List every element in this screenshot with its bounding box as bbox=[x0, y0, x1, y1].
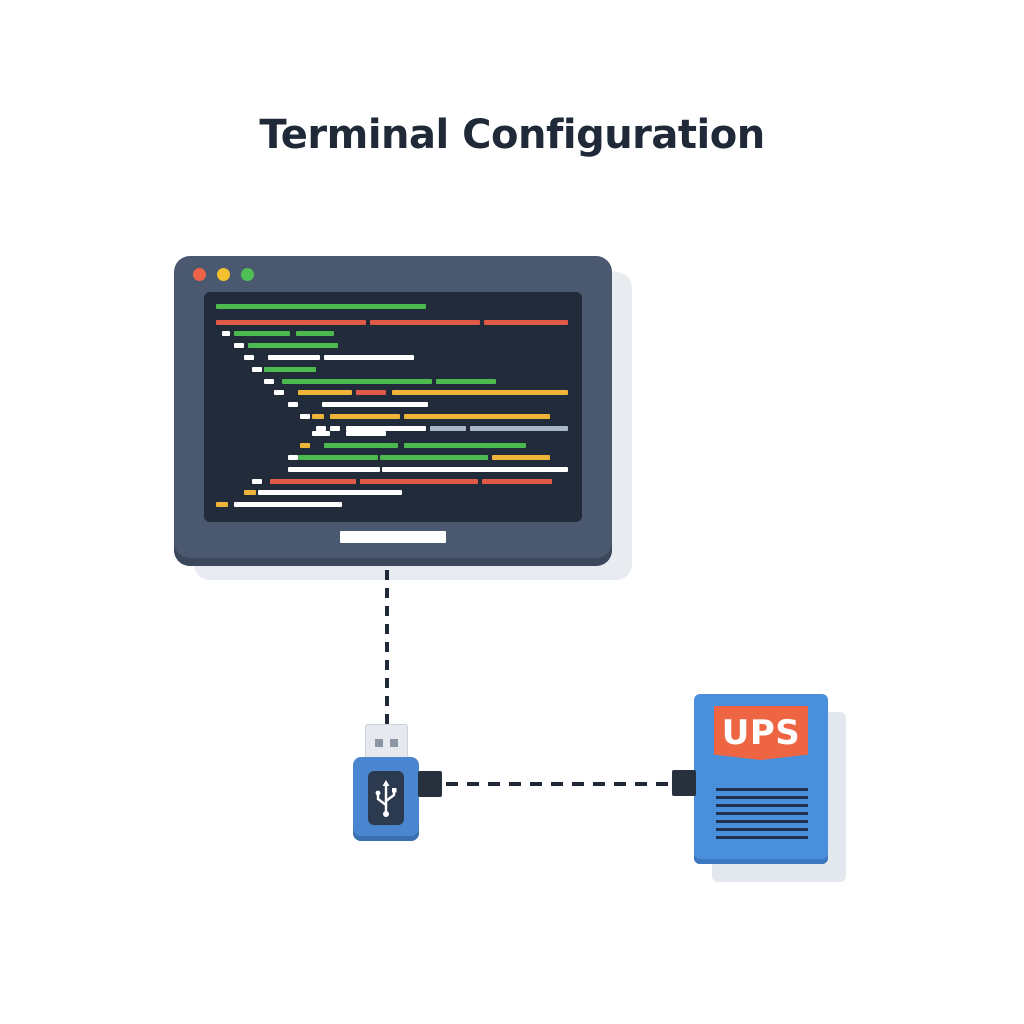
code-line bbox=[324, 443, 398, 448]
code-line bbox=[282, 379, 432, 384]
ups-vent-line bbox=[716, 788, 808, 791]
window-close-dot bbox=[193, 268, 206, 281]
usb-cable-end bbox=[418, 771, 442, 797]
code-line bbox=[370, 320, 480, 325]
ups-label-badge: UPS bbox=[714, 706, 808, 760]
code-line bbox=[300, 414, 310, 419]
window-maximize-dot bbox=[241, 268, 254, 281]
ups-usb-port bbox=[672, 770, 696, 796]
code-line bbox=[312, 431, 330, 436]
code-line bbox=[404, 443, 526, 448]
code-line bbox=[360, 479, 478, 484]
code-line bbox=[322, 402, 428, 407]
code-line bbox=[288, 455, 298, 460]
window-minimize-dot bbox=[217, 268, 230, 281]
code-line bbox=[234, 343, 244, 348]
code-line bbox=[330, 414, 400, 419]
code-line bbox=[324, 355, 414, 360]
code-line bbox=[298, 455, 378, 460]
code-line bbox=[288, 467, 380, 472]
code-line bbox=[296, 331, 334, 336]
code-line bbox=[300, 443, 310, 448]
code-line bbox=[356, 390, 386, 395]
code-line bbox=[222, 331, 230, 336]
code-line bbox=[316, 426, 326, 431]
code-line bbox=[216, 502, 228, 507]
code-line bbox=[346, 426, 426, 431]
ups-vent-line bbox=[716, 820, 808, 823]
terminal-monitor bbox=[174, 256, 612, 566]
code-line bbox=[216, 320, 366, 325]
code-line bbox=[482, 479, 552, 484]
code-line bbox=[330, 426, 340, 431]
code-line bbox=[252, 479, 262, 484]
ups-vent-line bbox=[716, 812, 808, 815]
code-line bbox=[484, 320, 568, 325]
code-line bbox=[264, 379, 274, 384]
code-line bbox=[264, 367, 316, 372]
terminal-screen bbox=[204, 292, 582, 522]
code-line bbox=[430, 426, 466, 431]
code-line bbox=[244, 490, 256, 495]
ups-vent-line bbox=[716, 836, 808, 839]
code-line bbox=[492, 455, 550, 460]
code-line bbox=[258, 490, 402, 495]
ups-device: UPS bbox=[694, 694, 828, 864]
monitor-stand-bar bbox=[340, 531, 446, 543]
code-line bbox=[234, 331, 290, 336]
code-line bbox=[274, 390, 284, 395]
code-line bbox=[382, 467, 568, 472]
code-line bbox=[268, 355, 320, 360]
ups-label-text: UPS bbox=[721, 713, 801, 753]
code-line bbox=[288, 402, 298, 407]
ups-vent-line bbox=[716, 796, 808, 799]
diagram-title: Terminal Configuration bbox=[259, 112, 765, 158]
usb-connector-plug bbox=[365, 724, 408, 762]
code-line bbox=[270, 479, 356, 484]
code-line bbox=[234, 502, 342, 507]
code-line bbox=[216, 304, 426, 309]
code-line bbox=[244, 355, 254, 360]
code-line bbox=[346, 431, 386, 436]
ups-vent-line bbox=[716, 828, 808, 831]
code-line bbox=[252, 367, 262, 372]
code-line bbox=[404, 414, 550, 419]
code-line bbox=[392, 390, 568, 395]
usb-icon bbox=[375, 780, 397, 817]
code-line bbox=[248, 343, 338, 348]
code-line bbox=[380, 455, 488, 460]
code-line bbox=[298, 390, 352, 395]
code-line bbox=[470, 426, 568, 431]
ups-vent-line bbox=[716, 804, 808, 807]
usb-adapter bbox=[353, 757, 419, 841]
code-line bbox=[436, 379, 496, 384]
code-line bbox=[312, 414, 324, 419]
